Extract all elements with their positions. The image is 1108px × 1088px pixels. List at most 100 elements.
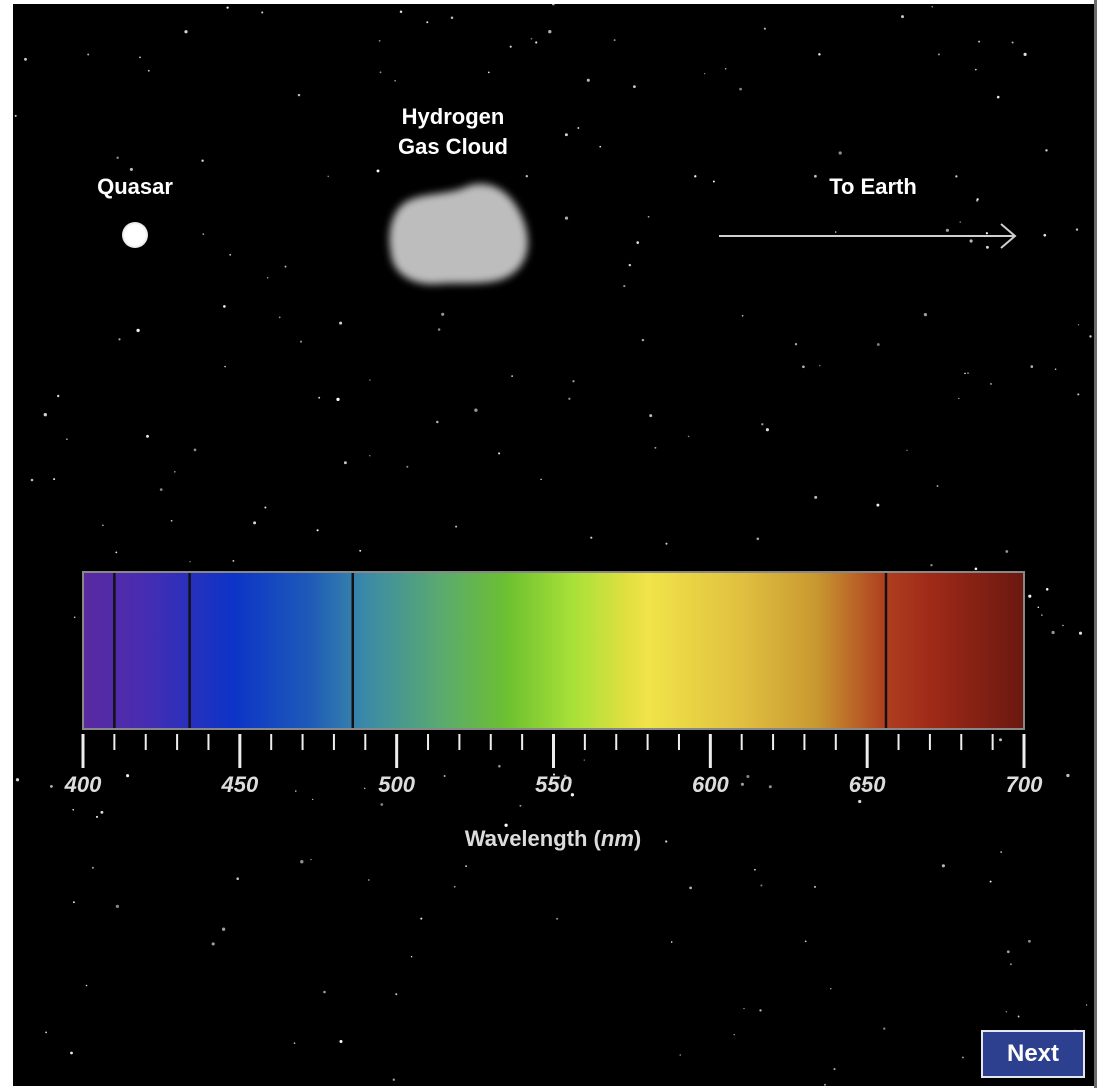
star xyxy=(556,917,559,920)
star xyxy=(426,21,429,24)
axis-unit: nm xyxy=(600,826,634,851)
star xyxy=(1045,149,1048,152)
star xyxy=(754,868,756,871)
star xyxy=(901,15,904,19)
star xyxy=(577,127,580,129)
star xyxy=(876,503,880,507)
star xyxy=(226,6,229,9)
star xyxy=(636,241,639,244)
star xyxy=(146,434,149,438)
star xyxy=(236,877,239,880)
star xyxy=(15,778,20,782)
star xyxy=(830,988,832,990)
star xyxy=(967,372,969,375)
star xyxy=(399,10,403,13)
star xyxy=(455,525,458,528)
star xyxy=(647,215,650,218)
star xyxy=(232,559,235,562)
star xyxy=(293,1042,296,1044)
star xyxy=(969,239,973,243)
star xyxy=(95,815,99,818)
star xyxy=(443,774,446,778)
star xyxy=(376,169,380,173)
star xyxy=(509,45,512,48)
cloud-label-line2: Gas Cloud xyxy=(397,134,508,159)
star xyxy=(85,984,88,987)
star xyxy=(959,221,961,223)
star xyxy=(974,567,978,571)
star xyxy=(741,314,744,317)
star xyxy=(858,799,862,804)
gas-cloud-icon xyxy=(389,183,528,285)
star xyxy=(102,524,104,527)
star xyxy=(70,1051,73,1055)
star xyxy=(552,773,556,776)
star xyxy=(847,183,851,186)
star xyxy=(931,6,933,8)
star xyxy=(223,305,226,308)
star xyxy=(978,40,981,43)
star xyxy=(323,990,326,994)
star xyxy=(863,785,866,788)
star xyxy=(267,277,269,279)
star xyxy=(999,738,1002,742)
star xyxy=(570,793,575,797)
star xyxy=(318,396,321,399)
star xyxy=(295,790,297,792)
star xyxy=(224,365,226,368)
hydrogen-cloud-label: Hydrogen Gas Cloud xyxy=(363,102,543,162)
star xyxy=(834,231,837,233)
star xyxy=(759,1009,762,1012)
star xyxy=(941,864,945,868)
star xyxy=(297,93,301,97)
star xyxy=(50,785,53,788)
star xyxy=(930,564,933,567)
star xyxy=(540,478,542,481)
star xyxy=(819,365,821,367)
star xyxy=(985,245,989,249)
star xyxy=(564,216,569,220)
star xyxy=(72,901,75,904)
star xyxy=(654,446,657,449)
star xyxy=(498,764,501,768)
star xyxy=(563,774,567,778)
star xyxy=(958,397,960,400)
star xyxy=(937,53,940,56)
star xyxy=(474,408,478,412)
star xyxy=(689,886,692,890)
tick-label: 400 xyxy=(64,772,102,797)
visible-spectrum-bar xyxy=(82,571,1025,730)
star xyxy=(264,506,267,509)
star xyxy=(450,16,454,19)
star xyxy=(299,340,303,343)
star xyxy=(170,519,173,522)
star xyxy=(465,865,467,867)
star xyxy=(316,529,319,532)
star xyxy=(261,11,264,14)
star xyxy=(590,536,593,539)
star xyxy=(883,1027,886,1030)
star xyxy=(876,343,880,346)
star xyxy=(1028,594,1032,598)
star xyxy=(936,485,939,487)
star xyxy=(201,159,204,162)
star xyxy=(1009,963,1012,966)
star xyxy=(955,175,958,178)
star xyxy=(115,904,120,909)
star xyxy=(1054,368,1057,371)
star xyxy=(679,1054,681,1056)
star xyxy=(813,885,817,888)
star xyxy=(739,87,742,91)
tick-label: 500 xyxy=(378,772,415,797)
star xyxy=(184,30,188,34)
star xyxy=(833,1068,836,1071)
star xyxy=(568,397,571,400)
star xyxy=(339,1039,343,1044)
star xyxy=(394,79,396,82)
star xyxy=(453,885,456,888)
star xyxy=(765,428,769,432)
to-earth-label: To Earth xyxy=(829,174,917,199)
next-button[interactable]: Next xyxy=(981,1030,1085,1078)
star xyxy=(1045,588,1049,591)
star xyxy=(768,785,772,789)
